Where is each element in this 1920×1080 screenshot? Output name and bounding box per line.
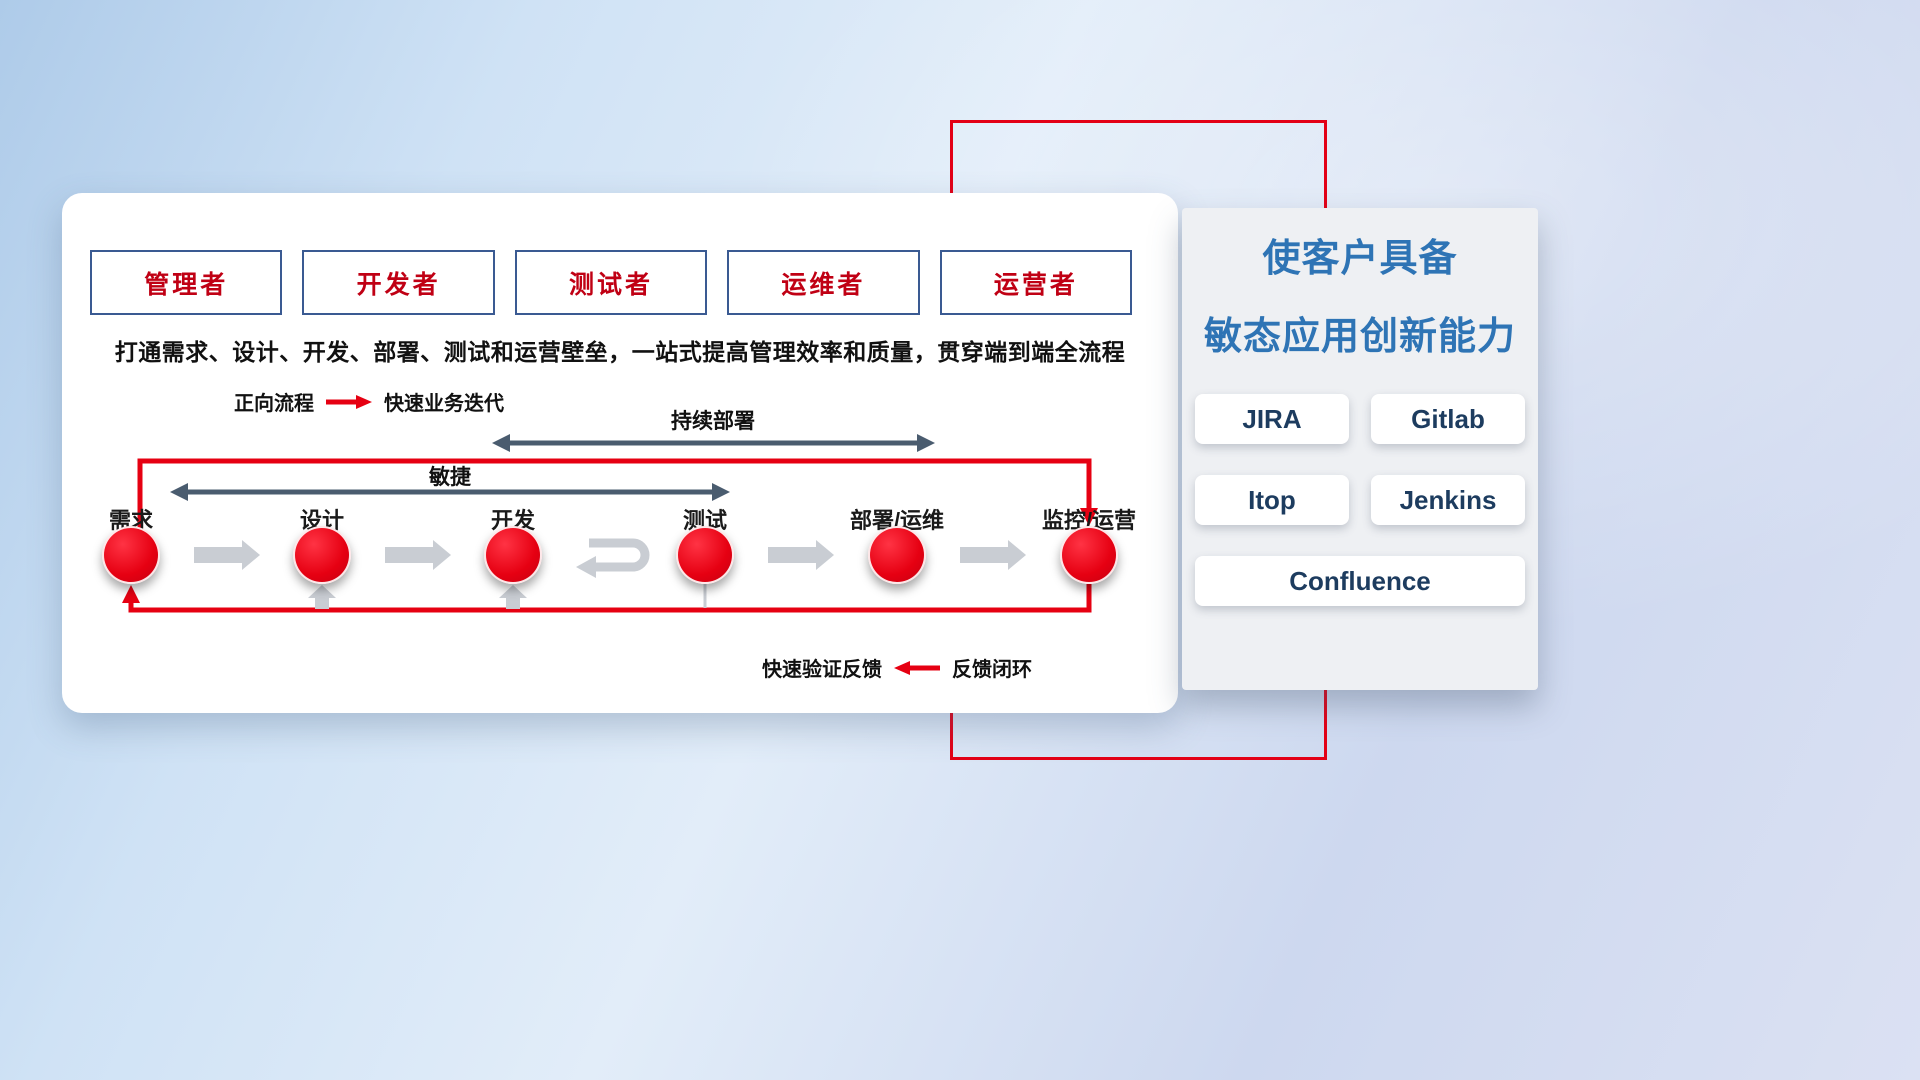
workflow-card: 管理者 开发者 测试者 运维者 运营者 打通需求、设计、开发、部署、测试和运营壁… bbox=[62, 193, 1178, 713]
role-label: 管理者 bbox=[144, 270, 229, 299]
flow-node bbox=[293, 526, 351, 584]
panel-title-line2: 敏态应用创新能力 bbox=[1203, 316, 1516, 358]
forward-arrow-icon bbox=[326, 394, 372, 409]
tool-jenkins: Jenkins bbox=[1371, 475, 1525, 525]
capability-panel: 使客户具备 敏态应用创新能力 JIRA Gitlab Itop Jenkins … bbox=[1182, 208, 1538, 690]
forward-legend-desc: 快速业务迭代 bbox=[384, 393, 504, 415]
tool-itop: Itop bbox=[1195, 475, 1349, 525]
flow-node bbox=[484, 526, 542, 584]
workflow-description: 打通需求、设计、开发、部署、测试和运营壁垒，一站式提高管理效率和质量，贯穿端到端… bbox=[114, 339, 1126, 365]
role-box-ops: 运维者 bbox=[727, 250, 920, 315]
flow-node bbox=[868, 526, 926, 584]
role-box-developer: 开发者 bbox=[302, 250, 495, 315]
flow-node bbox=[102, 526, 160, 584]
tool-jira: JIRA bbox=[1195, 394, 1349, 444]
tool-gitlab: Gitlab bbox=[1371, 394, 1525, 444]
role-label: 运维者 bbox=[781, 270, 866, 299]
tools-grid: JIRA Gitlab Itop Jenkins Confluence bbox=[1195, 394, 1525, 606]
roles-row: 管理者 开发者 测试者 运维者 运营者 bbox=[90, 250, 1133, 315]
flow-node bbox=[676, 526, 734, 584]
tool-confluence: Confluence bbox=[1195, 556, 1525, 606]
continuous-deployment-label: 持续部署 bbox=[671, 410, 755, 433]
flow-node bbox=[1060, 526, 1118, 584]
forward-legend-label: 正向流程 bbox=[234, 393, 314, 415]
role-label: 开发者 bbox=[356, 270, 441, 299]
feedback-arrow-icon bbox=[894, 660, 940, 675]
role-box-tester: 测试者 bbox=[514, 250, 708, 315]
role-label: 运营者 bbox=[993, 270, 1078, 299]
forward-legend: 正向流程 快速业务迭代 bbox=[234, 387, 504, 416]
panel-title-line1: 使客户具备 bbox=[1262, 238, 1458, 280]
role-box-manager: 管理者 bbox=[90, 250, 283, 315]
feedback-legend: 快速验证反馈 反馈闭环 bbox=[762, 653, 1032, 682]
role-box-operator: 运营者 bbox=[939, 250, 1133, 315]
agile-label: 敏捷 bbox=[429, 466, 471, 489]
feedback-legend-desc: 快速验证反馈 bbox=[762, 659, 882, 681]
feedback-legend-label: 反馈闭环 bbox=[952, 659, 1032, 681]
role-label: 测试者 bbox=[569, 270, 654, 299]
